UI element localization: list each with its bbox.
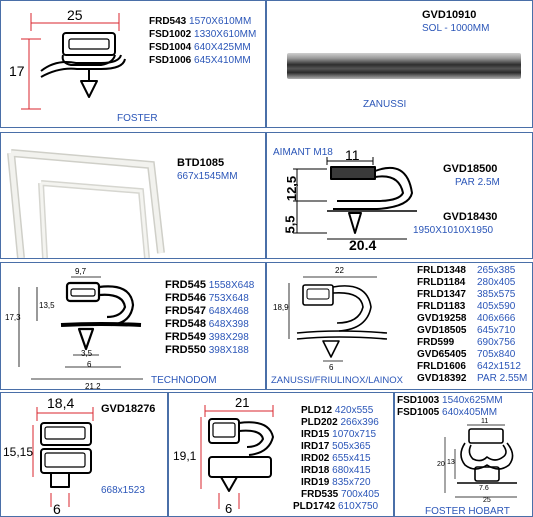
hobart-dim-top: 11 <box>481 418 489 425</box>
btd-code: BTD1085 <box>177 157 225 169</box>
zan-list-item: GVD65405 <box>417 349 467 360</box>
panel-zanussi-strip: GVD10910 SOL - 1000MM ZANUSSI <box>266 0 533 128</box>
gvd18430-spec: 1950X1010X1950 <box>413 225 494 236</box>
gvd18276-dim-width: 18,4 <box>47 395 75 411</box>
pld-list-item: IRD18 680x415 <box>301 465 371 476</box>
zanussi-profile-drawing <box>288 276 388 362</box>
zan-list-item: FRD599 <box>417 337 455 348</box>
pld-list-item: PLD202 266x396 <box>301 417 379 428</box>
tech-dim-small: 3,5 <box>81 349 93 358</box>
gvd18500-code: GVD18500 <box>443 163 498 175</box>
tech-dim-bot: 6 <box>87 360 92 369</box>
hobart-list-item: FSD1003 1540x625MM <box>397 395 503 406</box>
hobart-dim-base: 25 <box>483 497 491 504</box>
zan-list-size: PAR 2.55M <box>477 373 528 384</box>
foster-list-item: FSD1006 645X410MM <box>149 55 251 66</box>
tech-list-item: FRD549 398X298 <box>165 331 249 343</box>
technodom-profile-drawing <box>18 276 143 380</box>
zan-list-size: 705x840 <box>477 349 516 360</box>
panel-foster: 25 17 FRD543 1570X610MM FSD1002 1330X610… <box>0 0 266 128</box>
hobart-dim-h1: 20 <box>437 461 445 468</box>
btd-size: 667x1545MM <box>177 171 238 182</box>
zan-list-item: FRLD1347 <box>417 289 466 300</box>
tech-dim-h1: 13,5 <box>39 301 55 310</box>
foster-brand: FOSTER <box>117 113 158 124</box>
gvd18500-profile-drawing <box>293 157 417 240</box>
zan-list-item: FRLD1606 <box>417 361 466 372</box>
hobart-list-item: FSD1005 640x405MM <box>397 407 498 418</box>
zan-list-size: 406x666 <box>477 313 516 324</box>
zan-list-item: GVD18392 <box>417 373 467 384</box>
pld-list-item: IRD19 835x720 <box>301 477 371 488</box>
zan-list-size: 690x756 <box>477 337 516 348</box>
panel-gvd18276: 18,4 15,15 6 GVD18276 668x1523 <box>0 392 168 517</box>
zan-list-item: FRLD1183 <box>417 301 466 312</box>
tech-list-item: FRD546 753X648 <box>165 292 249 304</box>
gvd18276-dim-bottom: 6 <box>53 501 61 517</box>
hobart-brand: FOSTER HOBART <box>425 506 510 517</box>
pld-dim-width: 21 <box>235 395 250 410</box>
zan-list-size: 280x405 <box>477 277 516 288</box>
gvd18276-code: GVD18276 <box>101 403 156 415</box>
panel-foster-hobart: FSD1003 1540x625MM FSD1005 640x405MM 11 … <box>394 392 533 517</box>
zan-list-size: 645x710 <box>477 325 516 336</box>
pld-list-item: IRD15 1070x715 <box>301 429 377 440</box>
gvd18500-spec: PAR 2.5M <box>455 177 500 188</box>
hobart-dim-small: 7.6 <box>479 485 489 492</box>
panel-zanussi-friulinox: 22 18,9 6 ZANUSSI/FRIULINOX/LAINOX FRLD1… <box>266 262 533 390</box>
tech-list-item: FRD550 398X188 <box>165 344 249 356</box>
zan-list-item: FRLD1348 <box>417 265 466 276</box>
zan-dim-top: 22 <box>335 266 344 275</box>
hobart-dim-h2: 13 <box>447 459 455 466</box>
foster-profile-drawing <box>21 13 126 110</box>
hobart-profile-drawing <box>444 424 517 498</box>
tech-list-item: FRD545 1558X648 <box>165 279 255 291</box>
zan-list-size: 385x575 <box>477 289 516 300</box>
zan-brand: ZANUSSI/FRIULINOX/LAINOX <box>271 375 403 386</box>
zanussi-brand: ZANUSSI <box>363 99 407 110</box>
pld-list-item: FRD535 700x405 <box>301 489 380 500</box>
gvd-dim-top: 11 <box>345 147 360 163</box>
pld-list-item: IRD17 505x365 <box>301 441 371 452</box>
gvd18276-profile-drawing <box>32 407 94 507</box>
panel-gvd18500: AIMANT M18 11 12,5 5,5 20.4 GVD18500 PAR… <box>266 132 533 259</box>
foster-dim-height: 17 <box>9 63 25 79</box>
foster-list-item: FSD1002 1330X610MM <box>149 29 257 40</box>
gvd18276-size: 668x1523 <box>101 485 145 496</box>
zan-dim-bot: 6 <box>329 363 334 372</box>
pld-dim-height: 19,1 <box>173 449 197 463</box>
gvd18276-dim-height: 15,15 <box>3 445 34 459</box>
foster-dim-width: 25 <box>67 7 83 23</box>
zan-list-size: 405x590 <box>477 301 516 312</box>
zan-dim-h: 18,9 <box>273 303 289 312</box>
zanussi-spec: SOL - 1000MM <box>422 23 490 34</box>
foster-list-item: FRD543 1570X610MM <box>149 16 252 27</box>
zan-list-size: 642x1512 <box>477 361 521 372</box>
pld-list-item: PLD1742 610X750 <box>293 501 379 512</box>
tech-dim-h2: 17,3 <box>5 313 21 322</box>
tech-list-item: FRD547 648X468 <box>165 305 249 317</box>
gvd-dim-width: 20.4 <box>349 237 377 253</box>
zan-list-item: GVD18505 <box>417 325 467 336</box>
zan-list-item: GVD19258 <box>417 313 467 324</box>
gasket-frame-photo <box>7 149 165 258</box>
panel-pld12: 21 19,1 6 PLD12 420x555 PLD202 266x396 I… <box>168 392 394 517</box>
zanussi-code: GVD10910 <box>422 9 477 21</box>
brush-strip-image <box>287 53 521 79</box>
foster-list-item: FSD1004 640X425MM <box>149 42 251 53</box>
tech-list-item: FRD548 648X398 <box>165 318 249 330</box>
zan-list-item: FRLD1184 <box>417 277 466 288</box>
tech-dim-base: 21,2 <box>85 382 101 390</box>
pld-list-item: IRD02 655x415 <box>301 453 371 464</box>
pld-list-item: PLD12 420x555 <box>301 405 374 416</box>
pld-dim-bottom: 6 <box>225 501 233 516</box>
gvd18430-code: GVD18430 <box>443 211 498 223</box>
panel-technodom: 9,7 13,5 17,3 3,5 6 21,2 FRD545 1558X648… <box>0 262 266 390</box>
zan-list-size: 265x385 <box>477 265 516 276</box>
tech-brand: TECHNODOM <box>151 375 217 386</box>
pld12-profile-drawing <box>200 405 274 509</box>
magnet-label: AIMANT M18 <box>273 147 333 158</box>
tech-dim-top: 9,7 <box>75 267 87 276</box>
panel-btd1085: BTD1085 667x1545MM <box>0 132 266 259</box>
